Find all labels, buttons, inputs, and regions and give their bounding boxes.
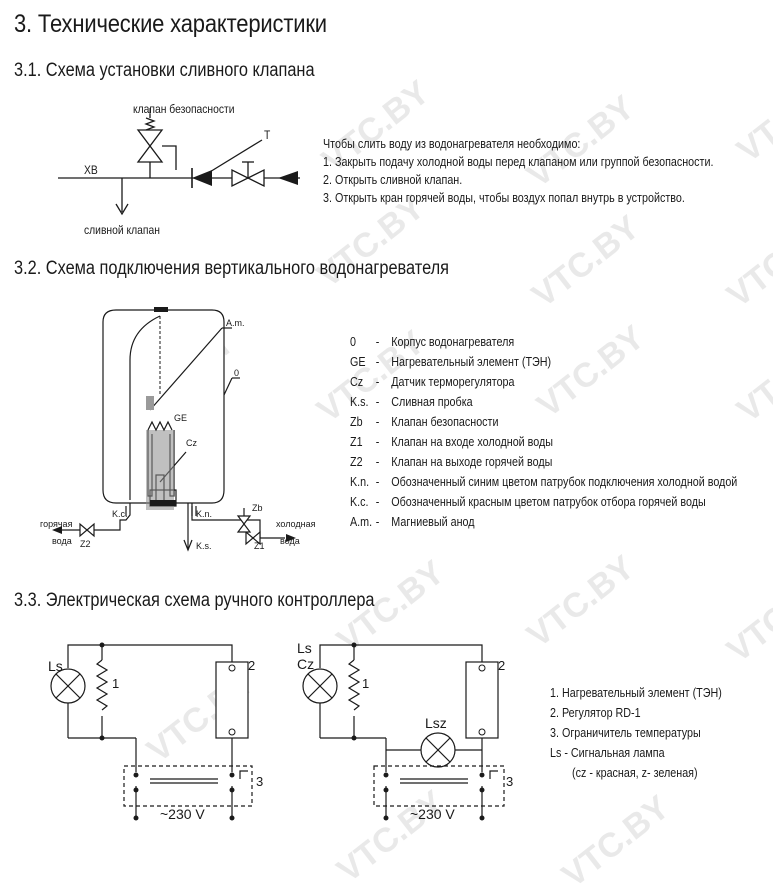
legend-item: Z1-Клапан на входе холодной воды: [350, 435, 554, 449]
cz-label: Cz: [186, 438, 197, 448]
legend-item: K.s.-Сливная пробка: [350, 395, 473, 409]
kc-label: K.c.: [112, 509, 128, 519]
drain-step: 1. Закрыть подачу холодной воды перед кл…: [323, 155, 714, 169]
n1-label: 1: [112, 676, 120, 691]
z2-label: Z2: [80, 539, 91, 549]
zb-label: Zb: [252, 503, 263, 513]
drain-valve-label: сливной клапан: [84, 223, 160, 237]
o-label: 0: [234, 368, 240, 378]
n1-label: 1: [362, 676, 370, 691]
cz-label: Cz: [297, 656, 315, 672]
safety-valve-label: клапан безопасности: [133, 102, 235, 116]
circuit-legend-item: 1. Нагревательный элемент (ТЭН): [550, 686, 722, 700]
n2-label: 2: [248, 658, 256, 673]
kn-label: K.n.: [196, 509, 213, 519]
legend-item: Zb-Клапан безопасности: [350, 415, 499, 429]
t-label: T: [264, 128, 271, 142]
section-title: 3.1. Схема установки сливного клапана: [14, 60, 315, 81]
legend-item: K.c.-Обозначенный красным цветом патрубо…: [350, 495, 706, 509]
legend-item: 0-Корпус водонагревателя: [350, 335, 515, 349]
voltage-label: ~230 V: [160, 806, 205, 822]
legend-item: A.m.-Магниевый анод: [350, 515, 475, 529]
section-title: 3.3. Электрическая схема ручного контрол…: [14, 590, 375, 611]
voltage-label: ~230 V: [410, 806, 455, 822]
drain-intro: Чтобы слить воду из водонагревателя необ…: [323, 137, 581, 151]
circuit-legend-item: 2. Регулятор RD-1: [550, 706, 641, 720]
drain-valve-diagram: [58, 108, 300, 216]
drain-step: 2. Открыть сливной клапан.: [323, 173, 463, 187]
drain-step: 3. Открыть кран горячей воды, чтобы возд…: [323, 191, 685, 205]
section-title: 3.2. Схема подключения вертикального вод…: [14, 258, 449, 279]
ls-label: Ls: [297, 640, 312, 656]
n3-label: 3: [506, 774, 514, 789]
heater-connection-diagram: [52, 307, 296, 552]
circuit-legend-item: Ls - Сигнальная лампа: [550, 746, 665, 760]
cold-water-label: холодная: [276, 519, 316, 529]
ls-label: Ls: [48, 658, 63, 674]
ge-label: GE: [174, 413, 188, 423]
legend-item: GE-Нагревательный элемент (ТЭН): [350, 355, 552, 369]
hot-water-label: горячая: [40, 519, 73, 529]
hot-water-label: вода: [52, 536, 72, 546]
z1-label: Z1: [254, 541, 265, 551]
controller-circuit-diagram: [50, 642, 505, 821]
n2-label: 2: [498, 658, 506, 673]
legend-item: Z2-Клапан на выходе горячей воды: [350, 455, 553, 469]
circuit-legend-item: (cz - красная, z- зеленая): [572, 766, 698, 780]
page-title: 3. Технические характеристики: [14, 10, 327, 38]
circuit-legend-item: 3. Ограничитель температуры: [550, 726, 701, 740]
xb-label: XB: [84, 163, 98, 177]
cold-water-label: вода: [280, 536, 300, 546]
n3-label: 3: [256, 774, 264, 789]
legend-item: Cz-Датчик терморегулятора: [350, 375, 515, 389]
legend-item: K.n.-Обозначенный синим цветом патрубок …: [350, 475, 738, 489]
ks-label: K.s.: [196, 541, 212, 551]
am-label: A.m.: [226, 318, 245, 328]
lsz-label: Lsz: [425, 715, 447, 731]
